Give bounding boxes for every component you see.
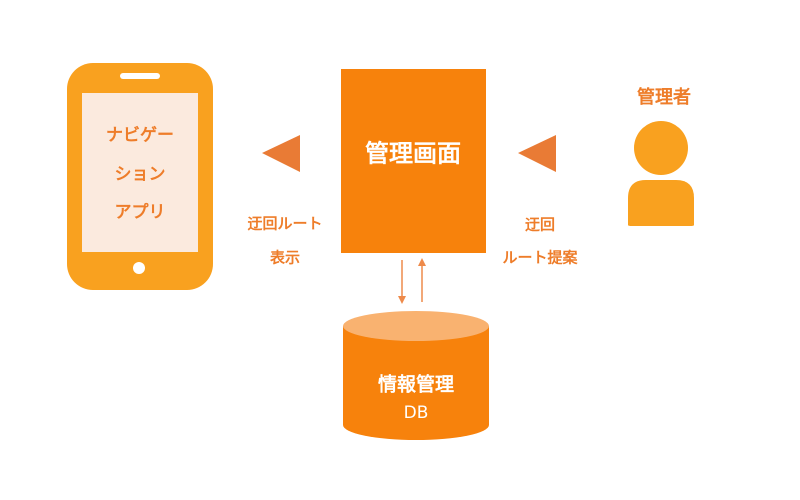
admin-user-label: 管理者 — [637, 87, 691, 108]
smartphone-icon — [67, 63, 213, 290]
database-label-line2: DB — [403, 403, 429, 423]
phone-label-line3: アプリ — [114, 202, 166, 223]
admin-screen-box — [341, 69, 486, 253]
right-arrow-label-line1: 迂回 — [524, 215, 556, 234]
phone-label-line1: ナビゲー — [106, 125, 174, 146]
right-arrow-icon — [518, 135, 556, 172]
database-label-line1: 情報管理 — [377, 373, 455, 396]
phone-screen — [82, 93, 198, 252]
person-icon — [628, 121, 694, 226]
left-arrow-icon — [262, 135, 300, 172]
right-arrow-label-line2: ルート提案 — [502, 248, 578, 267]
phone-home-button — [133, 262, 145, 274]
admin-screen-title: 管理画面 — [365, 139, 461, 168]
phone-speaker — [120, 73, 160, 79]
left-arrow-label-line1: 迂回ルート — [247, 214, 323, 233]
database-icon — [343, 311, 489, 440]
phone-label-line2: ション — [114, 164, 166, 185]
left-arrow-label-line2: 表示 — [269, 248, 301, 267]
